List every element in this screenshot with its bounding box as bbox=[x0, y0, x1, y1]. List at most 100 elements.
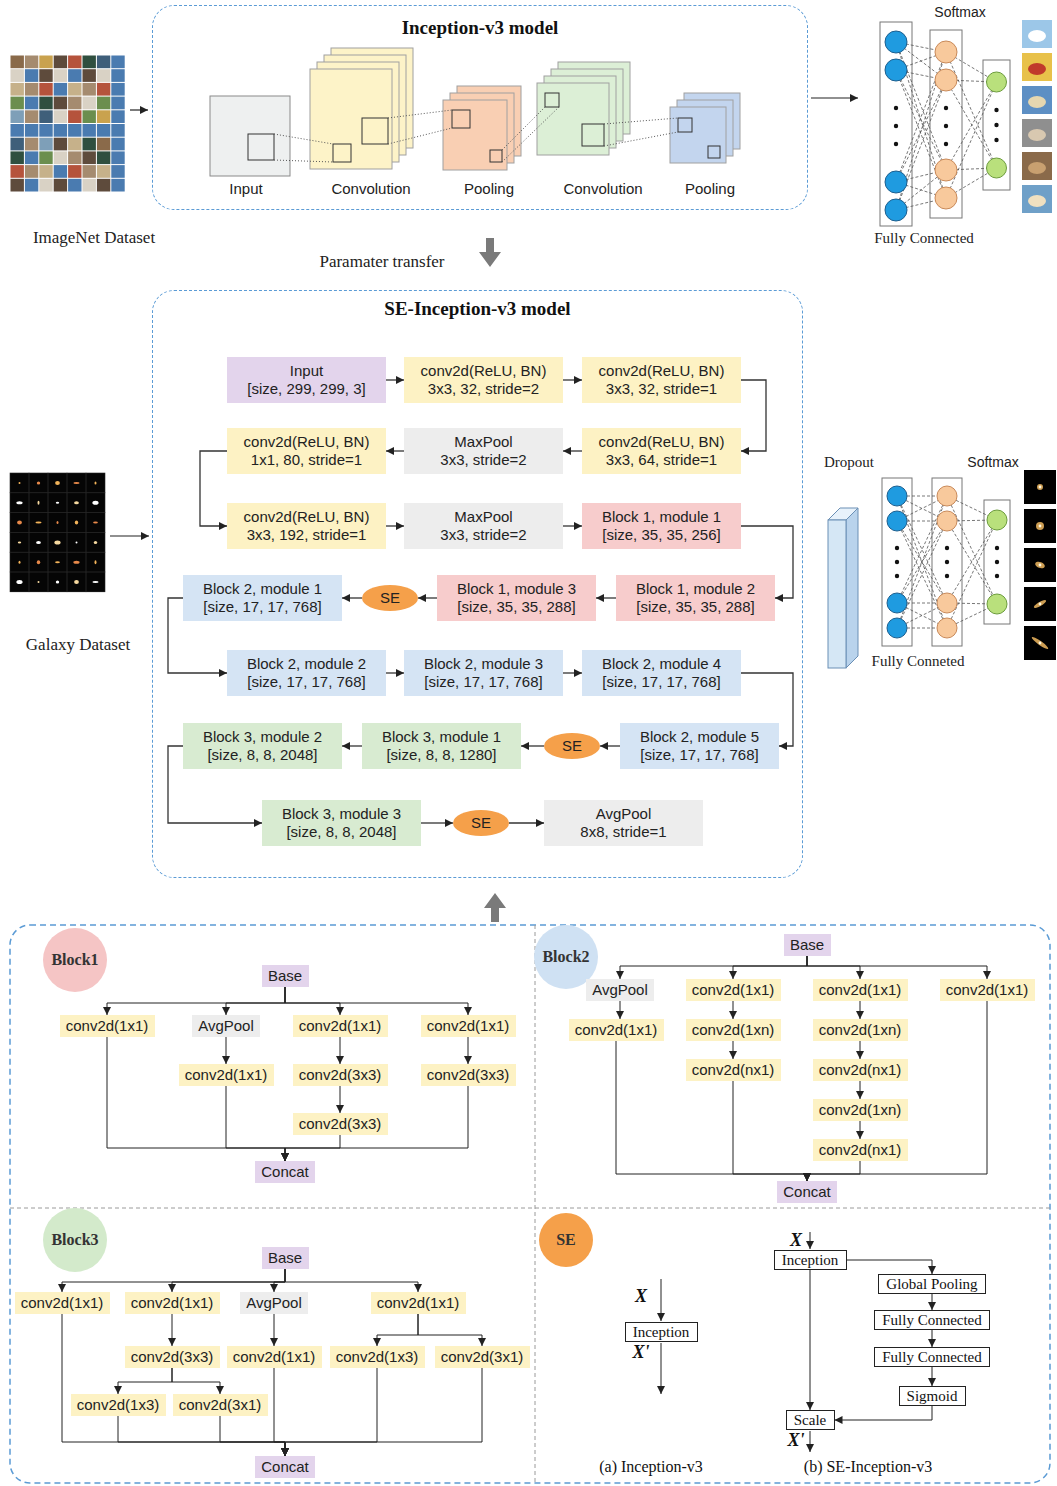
node-title: conv2d(1x1) bbox=[299, 1017, 382, 1035]
op-box: conv2d(1x1) bbox=[940, 979, 1035, 1001]
caption-label: Pooling bbox=[464, 180, 514, 197]
conv-map bbox=[310, 69, 392, 169]
op-box: Concat bbox=[255, 1161, 315, 1183]
layer-box: conv2d(ReLU, BN)3x3, 32, stride=1 bbox=[582, 357, 741, 403]
node-title: Concat bbox=[783, 1183, 831, 1201]
galaxy-dot bbox=[76, 541, 78, 543]
caption-label: X' bbox=[787, 1430, 804, 1451]
connector bbox=[340, 1086, 341, 1113]
connector bbox=[118, 1416, 285, 1456]
kernel-window bbox=[582, 124, 604, 146]
flow-arrow bbox=[110, 535, 149, 536]
kernel-window bbox=[545, 93, 559, 107]
node-title: MaxPool bbox=[454, 433, 512, 451]
galaxy-output bbox=[1024, 587, 1056, 621]
dataset-thumb bbox=[54, 179, 67, 192]
layer-box: conv2d(ReLU, BN)3x3, 192, stride=1 bbox=[227, 503, 386, 549]
neuron bbox=[937, 618, 957, 638]
galaxy-dot bbox=[38, 501, 40, 505]
neuron-link bbox=[946, 82, 997, 170]
dataset-thumb bbox=[68, 165, 81, 178]
ellipsis-dot bbox=[945, 546, 949, 550]
node-title: conv2d(1xn) bbox=[692, 1021, 775, 1039]
node-title: conv2d(ReLU, BN) bbox=[599, 433, 725, 451]
ellipsis-dot bbox=[894, 124, 898, 128]
caption-label: Paramater transfer bbox=[319, 252, 444, 272]
galaxy-dot bbox=[55, 481, 60, 485]
kernel-window bbox=[490, 150, 502, 162]
projection-line bbox=[274, 134, 333, 144]
dataset-thumb bbox=[54, 138, 67, 151]
neuron-link bbox=[897, 496, 947, 603]
neuron bbox=[935, 69, 957, 91]
ellipsis-dot bbox=[945, 560, 949, 564]
dataset-thumb bbox=[68, 97, 81, 110]
node-detail: [size, 17, 17, 768] bbox=[424, 673, 542, 691]
neuron-link bbox=[897, 521, 947, 628]
galaxy-output bbox=[1024, 509, 1056, 543]
dataset-thumb bbox=[25, 179, 38, 192]
neuron bbox=[885, 171, 907, 193]
galaxy-dot bbox=[92, 581, 98, 583]
neuron bbox=[987, 510, 1007, 530]
dataset-thumb bbox=[111, 56, 124, 69]
galaxy-cell bbox=[29, 532, 48, 552]
kernel-window bbox=[362, 118, 388, 144]
dataset-thumb bbox=[111, 179, 124, 192]
dataset-thumb bbox=[39, 110, 52, 123]
galaxy-cell bbox=[86, 513, 105, 533]
node-title: Block1 bbox=[51, 950, 98, 970]
layer-box: conv2d(ReLU, BN)3x3, 32, stride=2 bbox=[404, 357, 563, 403]
block-badge: Block3 bbox=[43, 1208, 107, 1272]
kernel-window bbox=[452, 110, 470, 128]
kernel-window bbox=[333, 144, 351, 162]
connector bbox=[620, 956, 807, 979]
galaxy-dot bbox=[19, 482, 21, 484]
galaxy-output bbox=[1031, 636, 1050, 651]
galaxy-dot bbox=[56, 581, 59, 584]
input-layer bbox=[210, 96, 290, 176]
neuron-link bbox=[897, 521, 947, 628]
layer-box: MaxPool3x3, stride=2 bbox=[404, 503, 563, 549]
galaxy-cell bbox=[67, 572, 86, 592]
op-box: conv2d(1x1) bbox=[813, 979, 908, 1001]
model-panel: SE-Inception-v3 modelInput[size, 299, 29… bbox=[152, 290, 803, 878]
op-box: conv2d(nx1) bbox=[686, 1059, 781, 1081]
node-title: conv2d(3x3) bbox=[131, 1348, 214, 1366]
op-box: conv2d(3x1) bbox=[173, 1394, 268, 1416]
connector bbox=[810, 1270, 811, 1410]
connector bbox=[386, 525, 404, 526]
galaxy-cell bbox=[29, 473, 48, 493]
node-title: Block2 bbox=[542, 947, 589, 967]
op-box: conv2d(3x1) bbox=[435, 1346, 530, 1368]
output-thumb bbox=[1028, 162, 1046, 174]
node-title: conv2d(3x1) bbox=[441, 1348, 524, 1366]
op-box: conv2d(1xn) bbox=[686, 1019, 781, 1041]
galaxy-cell bbox=[10, 513, 29, 533]
connector bbox=[733, 956, 807, 979]
dataset-thumb bbox=[111, 165, 124, 178]
galaxy-cell bbox=[48, 473, 67, 493]
node-title: SE bbox=[556, 1230, 576, 1250]
dataset-thumb bbox=[97, 151, 110, 164]
galaxy-dot bbox=[37, 560, 40, 564]
dataset-thumb bbox=[68, 179, 81, 192]
model-panel: Inception-v3 model bbox=[152, 5, 808, 210]
node-title: conv2d(1x3) bbox=[77, 1396, 160, 1414]
node-title: Block 3, module 2 bbox=[203, 728, 322, 746]
layer-box: Block 2, module 1[size, 17, 17, 768] bbox=[183, 575, 342, 621]
op-box: conv2d(1x1) bbox=[227, 1346, 322, 1368]
connector bbox=[563, 379, 582, 380]
neuron bbox=[887, 618, 907, 638]
op-box: Base bbox=[262, 965, 309, 987]
layer-box: Input[size, 299, 299, 3] bbox=[227, 357, 386, 403]
output-thumb bbox=[1028, 129, 1046, 141]
galaxy-cell bbox=[48, 552, 67, 572]
connector bbox=[274, 1368, 285, 1456]
block-badge: SE bbox=[539, 1213, 593, 1267]
node-title: Block 1, module 3 bbox=[457, 580, 576, 598]
node-title: conv2d(3x1) bbox=[179, 1396, 262, 1414]
galaxy-cell bbox=[67, 513, 86, 533]
node-detail: [size, 8, 8, 2048] bbox=[207, 746, 317, 764]
